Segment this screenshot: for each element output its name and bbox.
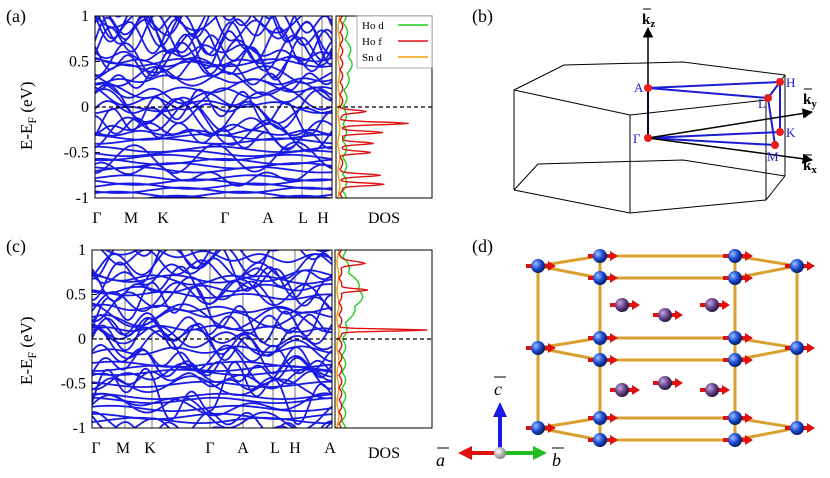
y-tick-label: 1 xyxy=(81,8,89,25)
atom-blue xyxy=(790,341,804,355)
y-tick-label: -1 xyxy=(76,190,89,207)
dos-label-c: DOS xyxy=(368,445,400,462)
point-a: A xyxy=(634,80,644,95)
atom-purple xyxy=(705,383,719,397)
x-tick-label: A xyxy=(262,210,274,227)
x-tick-label: Γ xyxy=(92,210,101,227)
k-axes xyxy=(642,26,814,164)
y-tick-label: 0 xyxy=(78,331,86,348)
axis-ky: ky xyxy=(803,92,817,110)
x-tick-label: L xyxy=(298,210,308,227)
panel-b: (b) xyxy=(472,6,817,214)
y-axis-label-c: E-EF (eV) xyxy=(17,316,39,385)
panel-label-b: (b) xyxy=(472,6,493,27)
legend-ho-f: Ho f xyxy=(362,36,382,48)
atom-blue xyxy=(593,433,607,447)
x-tick-label: K xyxy=(144,440,156,457)
atom-blue xyxy=(728,353,742,367)
dos-frame-c xyxy=(334,249,433,429)
lattice-axes: a b c xyxy=(436,376,564,470)
y-tick-label: 0.5 xyxy=(69,54,89,71)
axis-kz: kz xyxy=(642,12,655,30)
atom-blue xyxy=(790,259,804,273)
x-tick-label: K xyxy=(157,210,169,227)
y-tick-label: 0 xyxy=(81,99,89,116)
atom-blue xyxy=(593,353,607,367)
atom-purple xyxy=(705,298,719,312)
atom-purple xyxy=(615,383,629,397)
plot-frame-c xyxy=(91,249,333,429)
atom-blue xyxy=(593,331,607,345)
bz-points xyxy=(644,78,784,149)
x-tick-label: Γ xyxy=(91,440,100,457)
y-tick-label: 0.5 xyxy=(66,287,86,304)
dos-plot-c xyxy=(336,249,432,429)
atom-blue xyxy=(728,249,742,263)
x-tick-label: Γ xyxy=(220,210,229,227)
atom-purple xyxy=(615,298,629,312)
point-h: H xyxy=(786,75,795,90)
bz-path xyxy=(647,81,781,146)
point-k: K xyxy=(786,125,796,140)
x-tick-label: Γ xyxy=(205,440,214,457)
panel-label-a: (a) xyxy=(6,6,26,27)
y-tick-label: -1 xyxy=(73,420,86,437)
atom-blue xyxy=(728,331,742,345)
y-ticks-a: 1 0.5 0 -0.5 -1 xyxy=(64,8,100,207)
axis-c: c xyxy=(494,379,502,399)
point-gamma: Γ xyxy=(633,131,641,146)
y-tick-label: -0.5 xyxy=(61,376,86,393)
atom-blue xyxy=(531,421,545,435)
legend-ho-d: Ho d xyxy=(362,20,384,32)
panel-label-c: (c) xyxy=(6,236,26,257)
x-tick-label: A xyxy=(324,440,336,457)
band-structure-a xyxy=(95,16,332,198)
atom-blue xyxy=(790,421,804,435)
x-tick-label: A xyxy=(237,440,249,457)
axis-b: b xyxy=(552,450,561,470)
k-vector-arrows xyxy=(643,8,812,156)
x-tick-label: H xyxy=(317,210,329,227)
x-tick-label: L xyxy=(270,440,280,457)
band-structure-c xyxy=(92,250,332,428)
legend-sn-d: Sn d xyxy=(362,52,382,64)
plot-frame-a xyxy=(94,15,333,199)
atom-blue xyxy=(728,271,742,285)
atom-blue xyxy=(728,411,742,425)
panel-d: (d) a b c xyxy=(436,236,815,470)
x-tick-label: M xyxy=(116,440,130,457)
axis-kx: kx xyxy=(803,158,817,176)
x-tick-label: M xyxy=(124,210,138,227)
y-tick-label: -0.5 xyxy=(64,145,89,162)
point-m: M xyxy=(767,149,779,164)
atom-purple xyxy=(658,376,672,390)
y-tick-label: 1 xyxy=(78,242,86,259)
dos-plot-a xyxy=(337,15,432,199)
atom-blue xyxy=(593,271,607,285)
panel-label-d: (d) xyxy=(472,236,493,257)
atom-blue xyxy=(593,411,607,425)
point-l: L xyxy=(758,96,766,111)
x-tick-label: H xyxy=(289,440,301,457)
atom-blue xyxy=(728,433,742,447)
atom-purple xyxy=(658,308,672,322)
atom-blue xyxy=(593,249,607,263)
atom-blue xyxy=(531,259,545,273)
atom-blue xyxy=(531,341,545,355)
crystal-structure xyxy=(526,249,815,447)
axis-a: a xyxy=(436,450,445,470)
y-axis-label-a: E-EF (eV) xyxy=(17,81,39,150)
legend-a: Ho d Ho f Sn d xyxy=(356,15,433,69)
dos-label-a: DOS xyxy=(368,210,400,227)
